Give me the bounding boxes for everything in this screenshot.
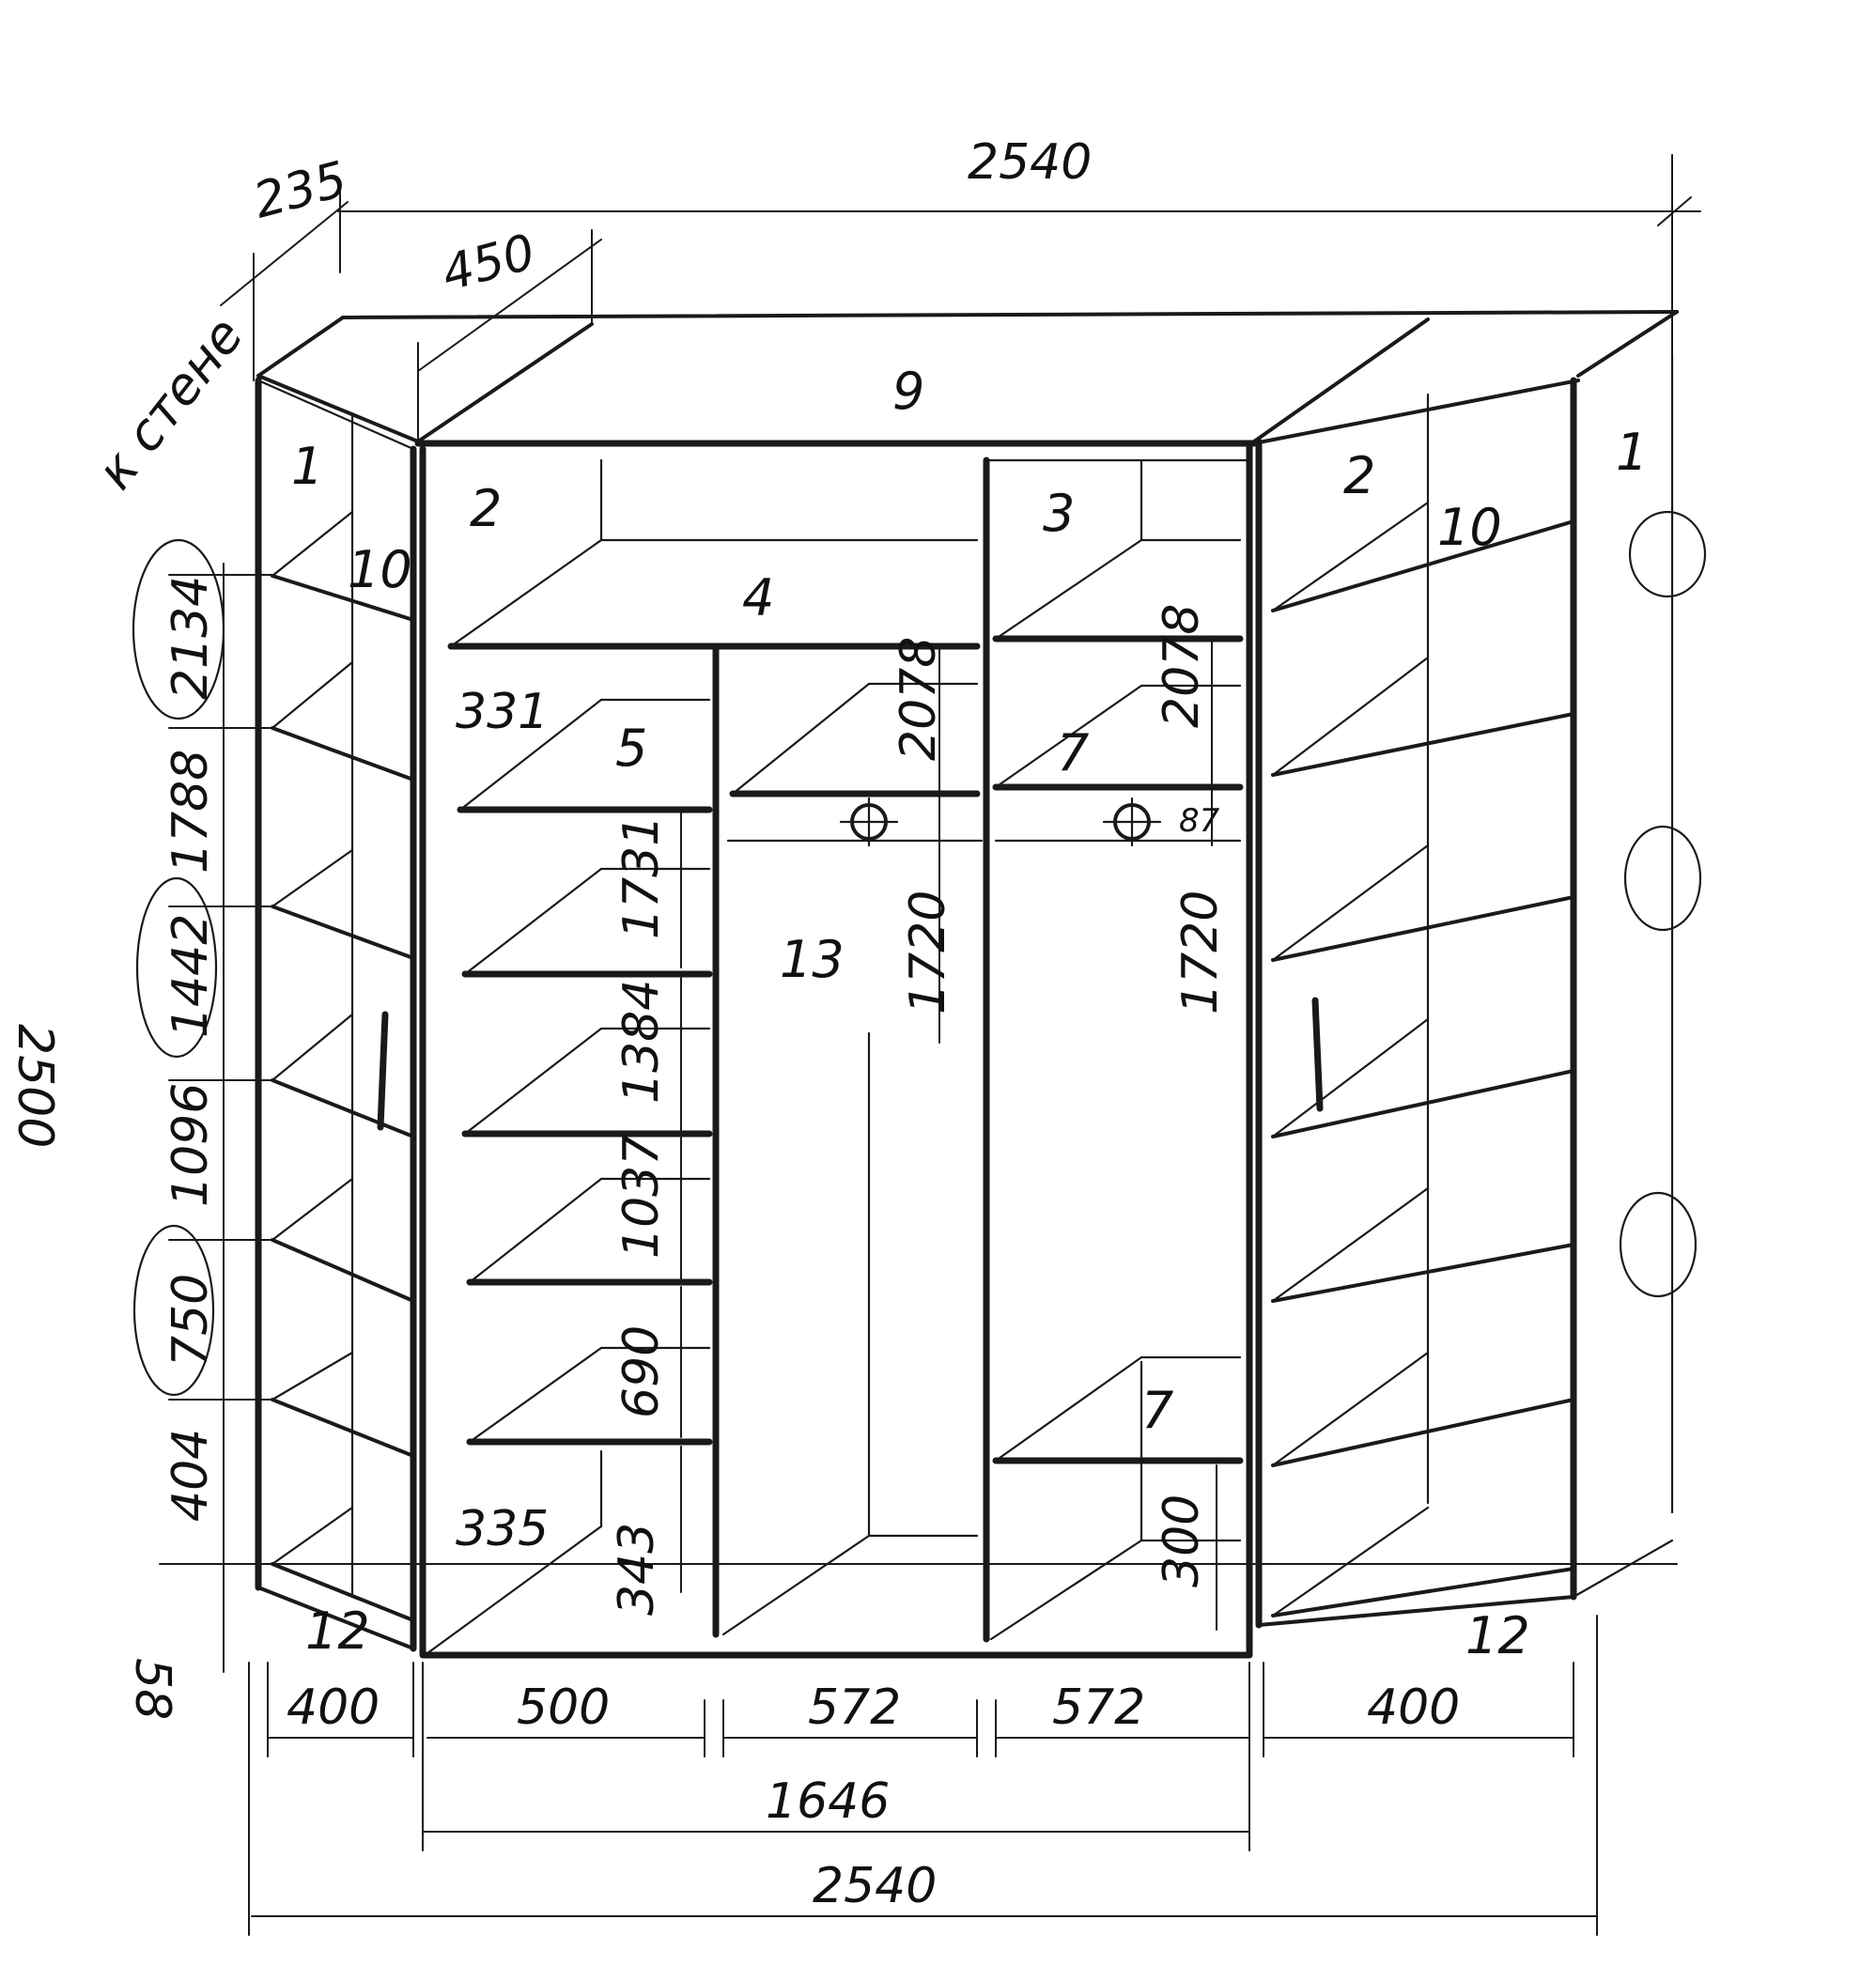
part-1-right: 1: [1616, 423, 1648, 482]
base-height-label: 58: [124, 1658, 180, 1720]
dim-343: 343: [609, 1523, 665, 1616]
left-side-shelves: [271, 510, 415, 1622]
dim-2078-right: 2078: [1154, 604, 1210, 728]
part-2-right: 2: [1343, 446, 1375, 505]
left-dim-2134: 2134: [163, 576, 219, 700]
part-9-top: 9: [892, 362, 924, 421]
bottom-dim-572-b: 572: [1052, 1680, 1145, 1736]
part-4: 4: [742, 568, 774, 627]
left-dim-1442: 1442: [163, 914, 219, 1038]
bottom-dim-572-a: 572: [808, 1680, 901, 1736]
part-12-left: 12: [305, 1602, 370, 1661]
dim-2078-left: 2078: [891, 637, 947, 761]
middle-left-shelves: [426, 538, 981, 1655]
dim-1384: 1384: [613, 980, 670, 1104]
dim-300: 300: [1154, 1494, 1210, 1587]
left-dim-1096: 1096: [163, 1083, 219, 1207]
top-width-label: 2540: [968, 134, 1092, 191]
carcass-outline: [255, 310, 1679, 1659]
part-13: 13: [780, 930, 845, 989]
depth-235-label: 235: [248, 151, 352, 230]
part-10-left: 10: [348, 540, 412, 599]
bottom-dim-400-right: 400: [1367, 1680, 1460, 1736]
dim-1037: 1037: [613, 1135, 670, 1259]
part-7-lower: 7: [1141, 1381, 1173, 1440]
bottom-dim-2540: 2540: [813, 1858, 937, 1914]
right-side-shelves: [1271, 501, 1707, 1618]
bottom-dim-1646: 1646: [766, 1773, 890, 1830]
text-labels: к стене 2540 235 450 2500 58 1 2 9 3 2 1…: [7, 134, 1648, 1914]
dim-1731: 1731: [613, 815, 670, 939]
left-dim-1788: 1788: [163, 750, 219, 874]
bottom-dim-400-left: 400: [287, 1680, 380, 1736]
part-12-right: 12: [1465, 1606, 1530, 1665]
left-dim-404: 404: [163, 1429, 219, 1522]
dim-1720-left: 1720: [900, 890, 956, 1014]
part-3: 3: [1043, 484, 1075, 543]
bottom-dim-500: 500: [517, 1680, 610, 1736]
dim-690: 690: [613, 1325, 670, 1418]
dimension-lines: [159, 154, 1701, 1936]
dim-1720-right: 1720: [1172, 890, 1229, 1014]
part-5: 5: [615, 719, 647, 778]
left-dim-750: 750: [163, 1274, 219, 1367]
depth-450-label: 450: [436, 224, 540, 303]
total-height-label: 2500: [7, 1024, 63, 1148]
dim-331: 331: [456, 684, 549, 740]
part-1-left: 1: [291, 437, 323, 496]
part-7-upper: 7: [1057, 723, 1089, 782]
dim-335: 335: [456, 1501, 549, 1557]
dim-87: 87: [1179, 802, 1220, 840]
wall-note: к стене: [85, 306, 256, 500]
circled-markers: [132, 538, 225, 1397]
part-10-right: 10: [1437, 498, 1502, 557]
part-2-left: 2: [470, 479, 502, 538]
hanging-sections: [721, 538, 1244, 1641]
